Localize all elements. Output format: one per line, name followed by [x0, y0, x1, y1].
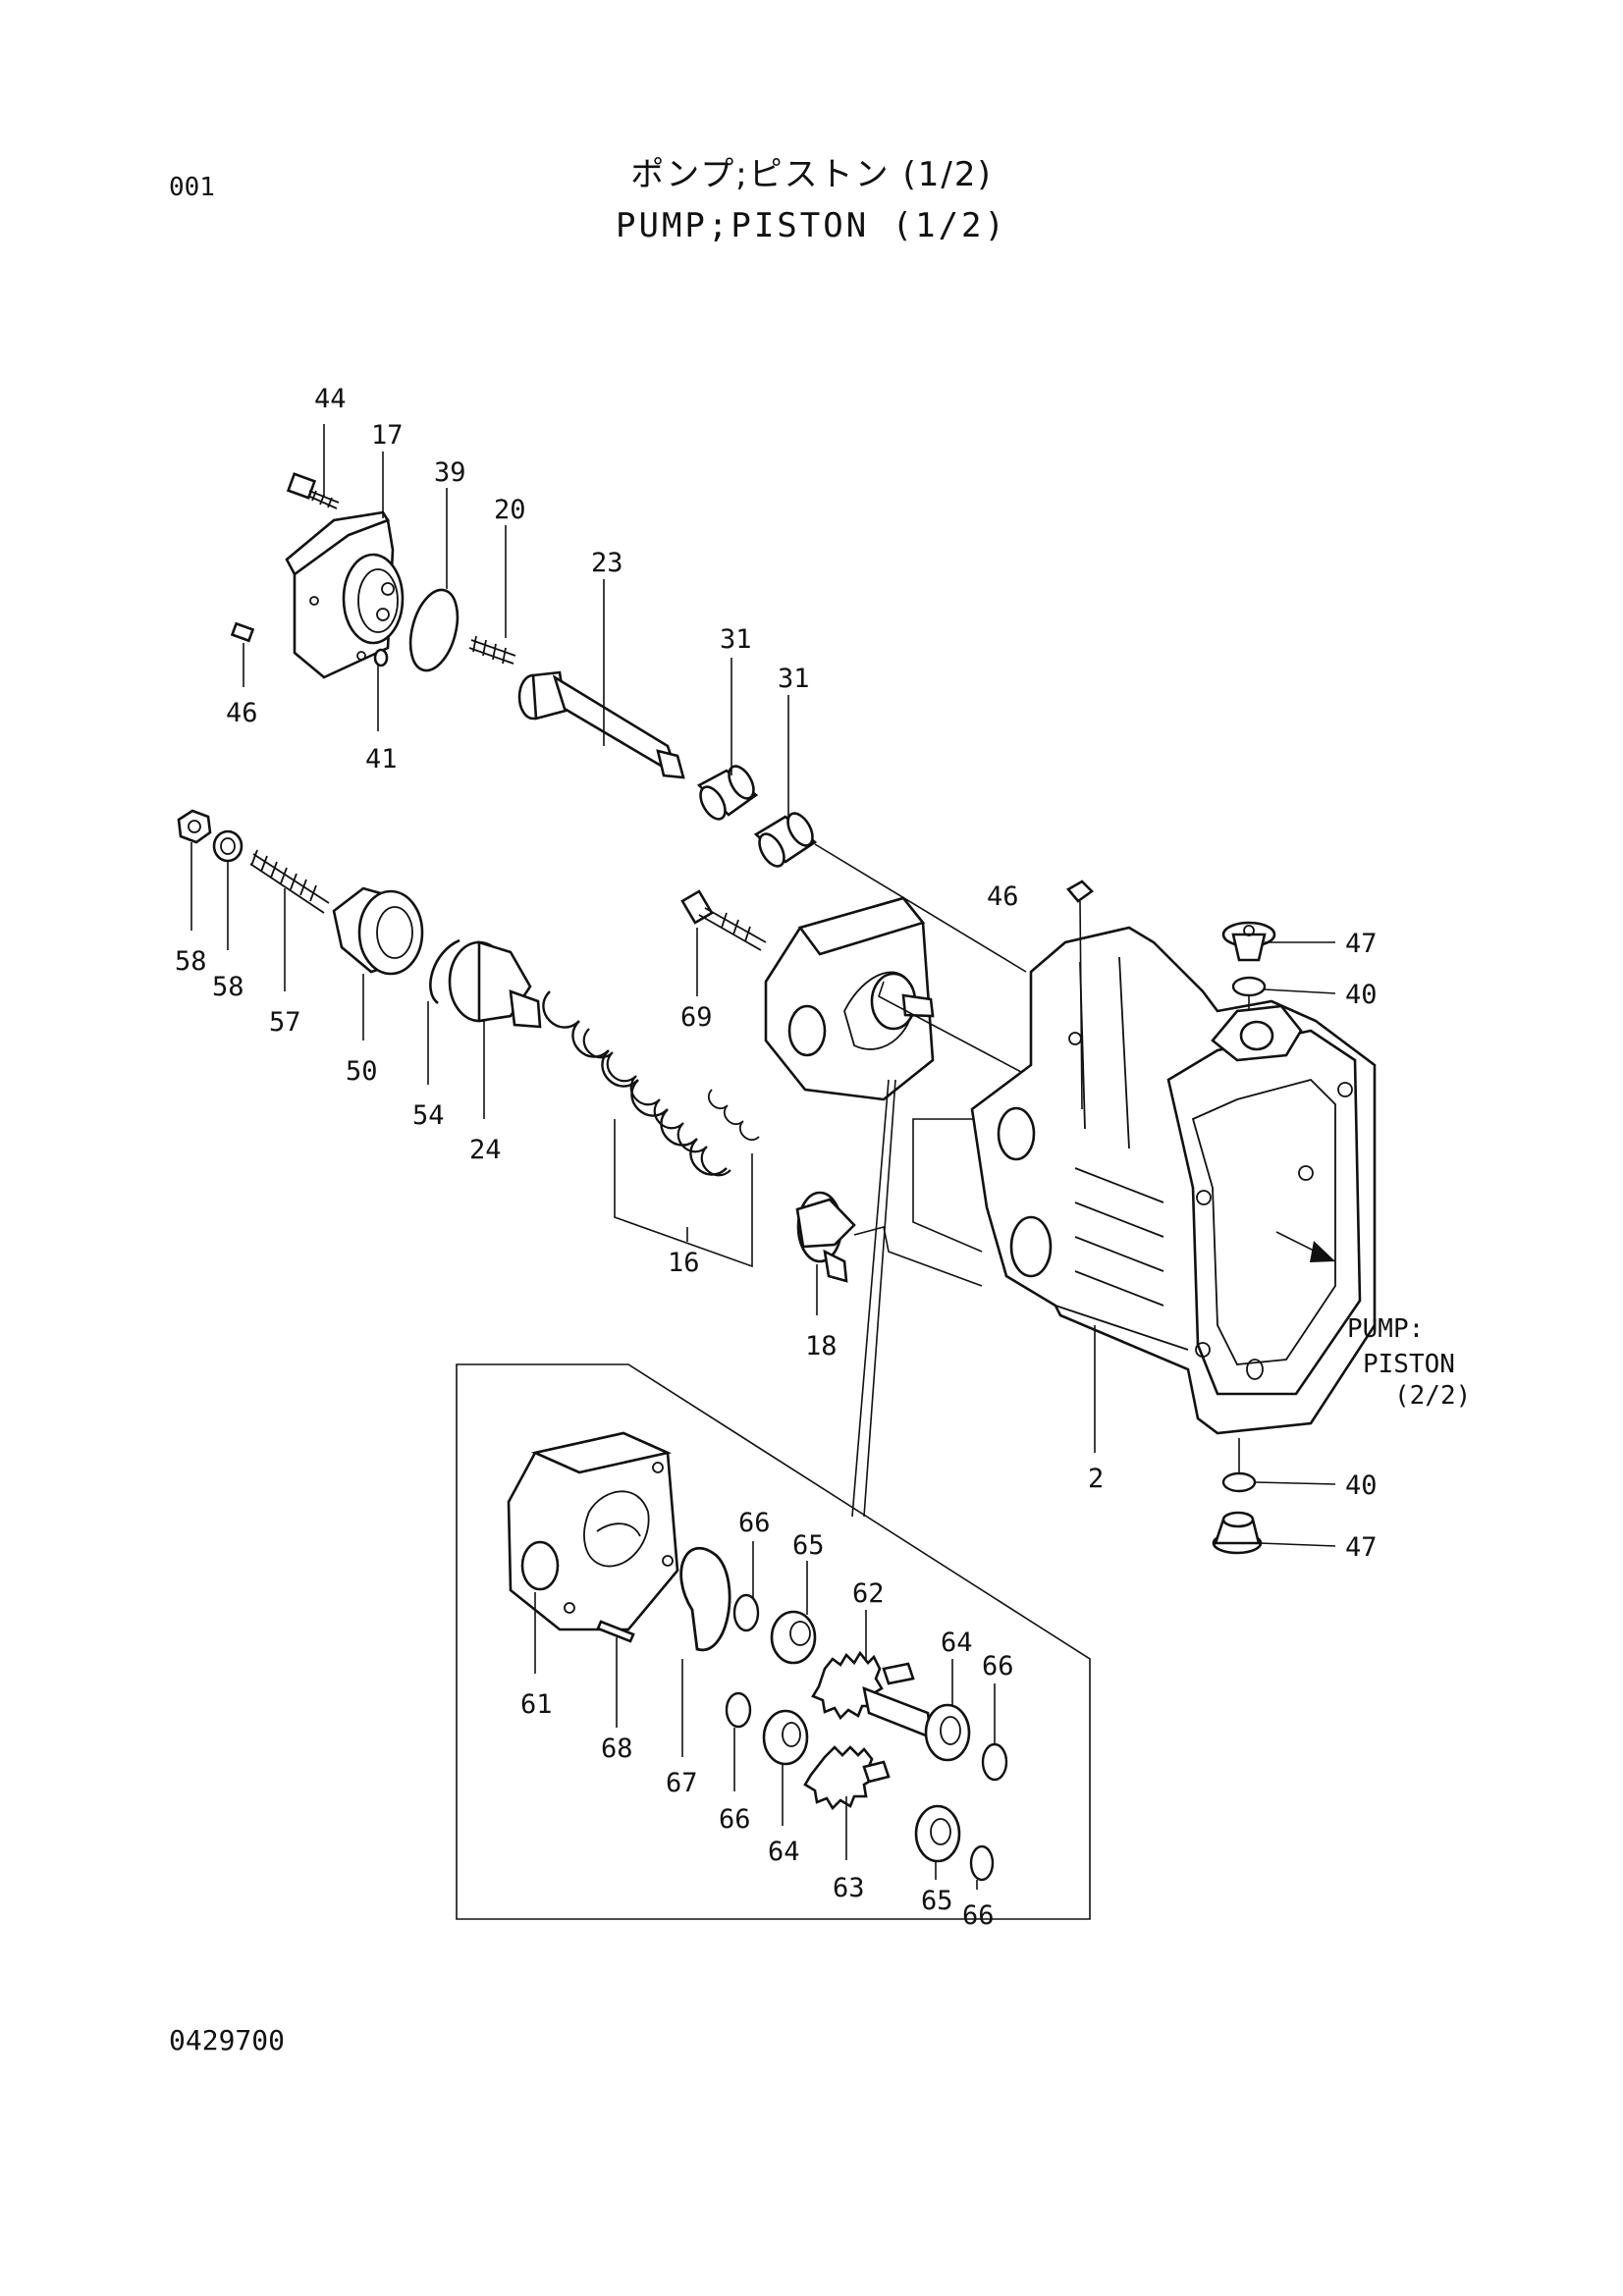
part-44-bolt	[286, 472, 340, 509]
part-66-ring-a	[732, 1593, 760, 1632]
callout-63: 63	[833, 1873, 865, 1903]
callout-68: 68	[601, 1734, 633, 1764]
part-64-bushing-a	[924, 1703, 971, 1762]
callout-17: 17	[371, 420, 404, 451]
part-31-bushing-a	[696, 765, 759, 821]
callout-18: 18	[805, 1331, 838, 1362]
callout-40-b: 40	[1345, 1470, 1378, 1501]
callout-66-a: 66	[738, 1508, 771, 1538]
callout-65-a: 65	[792, 1530, 825, 1561]
detail-lead-b	[863, 1079, 896, 1518]
bracket-16	[614, 1119, 753, 1268]
callout-16: 16	[668, 1248, 700, 1278]
part-66-ring-c	[725, 1691, 752, 1729]
part-20-spring-stop	[468, 635, 516, 665]
callout-39: 39	[434, 457, 466, 488]
part-46-plug-small	[230, 621, 255, 643]
part-23-piston	[517, 670, 685, 779]
part-65-bushing-b	[914, 1804, 961, 1863]
part-69-bolt	[680, 889, 767, 951]
callout-24: 24	[469, 1135, 502, 1165]
leader-lines	[190, 424, 1336, 1890]
part-63-driven-gear	[803, 1745, 891, 1811]
callout-47-b: 47	[1345, 1532, 1378, 1563]
part-50-plug-large	[332, 886, 424, 976]
callout-2: 2	[1088, 1464, 1104, 1494]
callout-23: 23	[591, 548, 623, 578]
callout-31-b: 31	[778, 664, 810, 694]
part-68-pin	[596, 1620, 635, 1643]
pilot-housing	[764, 896, 935, 1101]
callout-58-b: 58	[212, 972, 244, 1002]
detail-lead-a	[851, 1079, 890, 1518]
callout-31-a: 31	[720, 624, 752, 655]
cross-ref-line-3: (2/2)	[1394, 1381, 1471, 1411]
lead-casing-corner	[912, 1118, 987, 1253]
part-61-gear-housing	[507, 1431, 679, 1631]
part-47-plug-top	[1221, 921, 1276, 962]
callout-57: 57	[269, 1007, 301, 1038]
part-57-screw	[249, 849, 330, 914]
title-japanese: ポンプ;ピストン (1/2)	[630, 155, 993, 194]
detail-box	[456, 1363, 1091, 1920]
callout-64-b: 64	[768, 1837, 800, 1867]
callout-66-d: 66	[962, 1900, 995, 1931]
callout-46-a: 46	[226, 698, 258, 728]
part-58-nut-a	[177, 809, 212, 844]
callout-50: 50	[346, 1056, 378, 1087]
callout-61: 61	[520, 1689, 553, 1720]
part-58-nut-b	[212, 829, 243, 863]
cross-ref-line-1: PUMP:	[1347, 1314, 1424, 1344]
part-66-ring-b	[981, 1742, 1008, 1782]
part-41-pin	[373, 648, 389, 667]
callout-41: 41	[365, 744, 398, 774]
part-46-plug-casing	[1066, 880, 1095, 903]
part-62-drive-gear	[811, 1650, 933, 1740]
callout-54: 54	[412, 1100, 445, 1131]
title-english: PUMP;PISTON (1/2)	[616, 206, 1007, 245]
part-66-ring-d	[969, 1844, 995, 1882]
part-40-ring-bottom	[1221, 1471, 1257, 1493]
part-67-o-ring	[679, 1547, 731, 1652]
part-18-plunger	[795, 1191, 856, 1283]
callout-44: 44	[314, 384, 347, 414]
callout-65-b: 65	[921, 1886, 953, 1916]
callout-66-b: 66	[982, 1651, 1014, 1682]
part-65-bushing-a	[770, 1610, 817, 1665]
page-code: 001	[169, 173, 215, 202]
arrowhead	[1310, 1241, 1335, 1262]
callout-64-a: 64	[941, 1628, 973, 1658]
part-64-bushing-b	[762, 1709, 809, 1766]
callouts: 44 17 39 20 23 31 31 46 41 58 58 57 50 5…	[175, 384, 1378, 1931]
lead-housing-to-casing	[878, 981, 1037, 1081]
part-2-casing	[970, 926, 1377, 1435]
part-17-cover	[285, 510, 405, 679]
callout-66-c: 66	[719, 1804, 751, 1835]
callout-62: 62	[852, 1578, 885, 1609]
part-16-spring-set	[542, 990, 760, 1177]
part-31-bushing-b	[753, 812, 818, 868]
callout-67: 67	[666, 1768, 698, 1798]
callout-47-a: 47	[1345, 929, 1378, 959]
part-39-o-ring	[408, 588, 460, 672]
callout-46-b: 46	[987, 881, 1019, 912]
part-24-spring-seat	[448, 940, 542, 1029]
callout-20: 20	[494, 495, 526, 525]
callout-58-a: 58	[175, 946, 207, 977]
callout-69: 69	[680, 1002, 713, 1033]
part-40-ring-top	[1231, 976, 1267, 997]
part-47-plug-bottom	[1212, 1511, 1263, 1555]
lead-18-to-casing	[853, 1226, 983, 1287]
callout-40-a: 40	[1345, 980, 1378, 1010]
part-54-snap-ring	[429, 938, 460, 1005]
cross-reference: PUMP: PISTON (2/2)	[1347, 1314, 1471, 1411]
cross-ref-line-2: PISTON	[1363, 1350, 1455, 1379]
drawing-number: 0429700	[169, 2024, 286, 2056]
